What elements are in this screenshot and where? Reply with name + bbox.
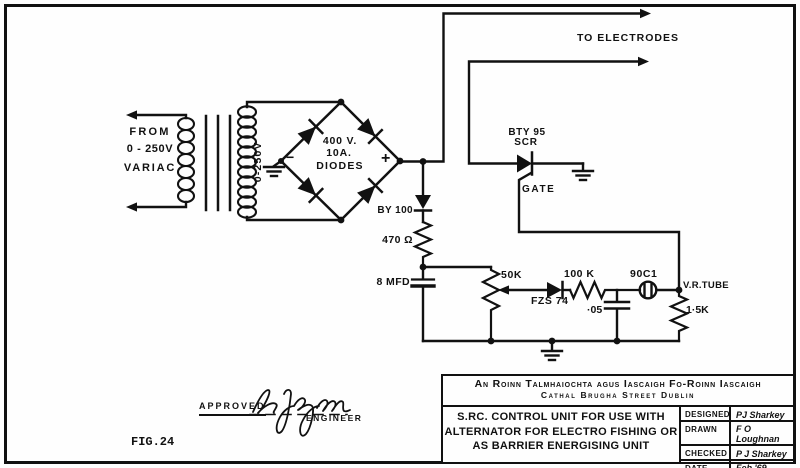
- secondary-winding-label: 0-250V: [252, 141, 265, 183]
- transformer-core: [204, 114, 232, 212]
- bridge-rating-line1: 400 V.: [322, 135, 358, 147]
- secondary-bottom-wire: [245, 215, 343, 222]
- potentiometer-50k: [480, 265, 502, 343]
- vr-tube-label: V.R.TUBE: [683, 280, 729, 291]
- drawing-title: S.RC. CONTROL UNIT FOR USE WITH ALTERNAT…: [443, 407, 681, 462]
- neon-90c1: [638, 280, 681, 300]
- organisation-address: Cathal Brugha Street Dublin: [540, 390, 696, 400]
- revision-table: DESIGNED PJ Sharkey DRAWN F O Loughnan C…: [681, 407, 793, 468]
- bridge-rating-line3: DIODES: [316, 160, 364, 172]
- electrode-arrow-1: [640, 8, 651, 19]
- variac-source-label-line1: FROM: [129, 126, 171, 138]
- row-value: Feb '69.: [736, 463, 770, 468]
- row-value: P J Sharkey: [736, 448, 787, 459]
- capacitor-05-label: ·05: [587, 304, 603, 316]
- resistor-100k: [568, 279, 642, 301]
- row-label: DESIGNED: [681, 407, 731, 420]
- pot-50k-label: 50K: [501, 269, 523, 281]
- bridge-rating-line2: 10A.: [326, 147, 352, 159]
- secondary-top-wire: [245, 100, 343, 109]
- row-value: PJ Sharkey: [736, 409, 785, 420]
- capacitor-05: [603, 300, 631, 310]
- scr-bty95: [517, 151, 585, 176]
- variac-source-label-line2: 0 - 250V: [126, 143, 174, 155]
- diode-by100: [413, 195, 433, 212]
- capacitor-8mfd-label: 8 MFD: [376, 276, 410, 288]
- by100-label: BY 100: [377, 205, 413, 216]
- neon-90c1-label: 90C1: [630, 268, 658, 280]
- title-block: An Roinn Talmhaiochta agus Iascaigh Fo-R…: [441, 374, 793, 468]
- table-row: DRAWN F O Loughnan: [681, 421, 793, 446]
- resistor-100k-label: 100 K: [564, 268, 595, 280]
- transformer-primary-coil: [176, 116, 196, 204]
- approved-label: APPROVED: [199, 401, 266, 416]
- to-electrodes-label: TO ELECTRODES: [576, 32, 680, 44]
- bridge-diode-top-left: [297, 118, 325, 145]
- row-value: F O Loughnan: [736, 424, 780, 444]
- title-block-header: An Roinn Talmhaiochta agus Iascaigh Fo-R…: [443, 376, 793, 407]
- pot-wiper-arrow: [498, 285, 509, 295]
- table-row: DATE Feb '69.: [681, 460, 793, 468]
- variac-source-label-line3: VARIAC: [123, 162, 177, 174]
- scr-gate-wire: [517, 171, 681, 291]
- primary-bottom-lead: [132, 200, 188, 209]
- row-label: DATE: [681, 460, 731, 468]
- fzs74-label: FZS 74: [531, 295, 569, 307]
- rail-ground: [540, 339, 564, 362]
- scr-part-label-line1: BTY 95: [508, 127, 546, 138]
- resistor-1-5k: [668, 288, 690, 343]
- drawing-title-line1: S.RC. CONTROL UNIT FOR USE WITH: [457, 411, 665, 423]
- primary-top-lead: [132, 113, 188, 120]
- engineer-label: ENGINEER: [306, 413, 363, 423]
- table-row: DESIGNED PJ Sharkey: [681, 407, 793, 422]
- diode-fzs74: [547, 280, 572, 300]
- bridge-diode-top-right: [357, 118, 384, 145]
- variac-arrow-top: [126, 110, 137, 120]
- row-label: CHECKED: [681, 446, 731, 459]
- bridge-diode-bottom-left: [297, 177, 325, 204]
- capacitor-8mfd: [410, 278, 436, 288]
- scr-part-label-line2: SCR: [514, 137, 538, 148]
- junction-dots: [278, 98, 683, 345]
- table-row: CHECKED P J Sharkey: [681, 446, 793, 461]
- bridge-positive-sign: +: [381, 150, 391, 167]
- variac-arrow-bottom: [126, 202, 137, 212]
- drawing-title-line3: AS BARRIER ENERGISING UNIT: [472, 440, 650, 452]
- bridge-diode-bottom-right: [357, 177, 384, 204]
- sheet-border: [4, 4, 796, 464]
- resistor-1-5k-label: 1·5K: [686, 304, 709, 316]
- engineer-signature: [252, 388, 351, 437]
- bridge-negative-sign: −: [286, 149, 295, 165]
- row-label: DRAWN: [681, 421, 731, 444]
- gate-label: GATE: [522, 184, 556, 195]
- scr-cathode-ground: [571, 169, 595, 182]
- drawing-title-line2: ALTERNATOR FOR ELECTRO FISHING OR: [444, 425, 678, 438]
- resistor-470-ohm: [412, 220, 434, 269]
- electrode-arrow-2: [638, 56, 649, 67]
- organisation-name: An Roinn Talmhaiochta agus Iascaigh Fo-R…: [474, 378, 762, 390]
- resistor-470-label: 470 Ω: [382, 234, 413, 246]
- electrode-wire-2: [467, 60, 642, 165]
- figure-number: FIG.24: [131, 435, 175, 449]
